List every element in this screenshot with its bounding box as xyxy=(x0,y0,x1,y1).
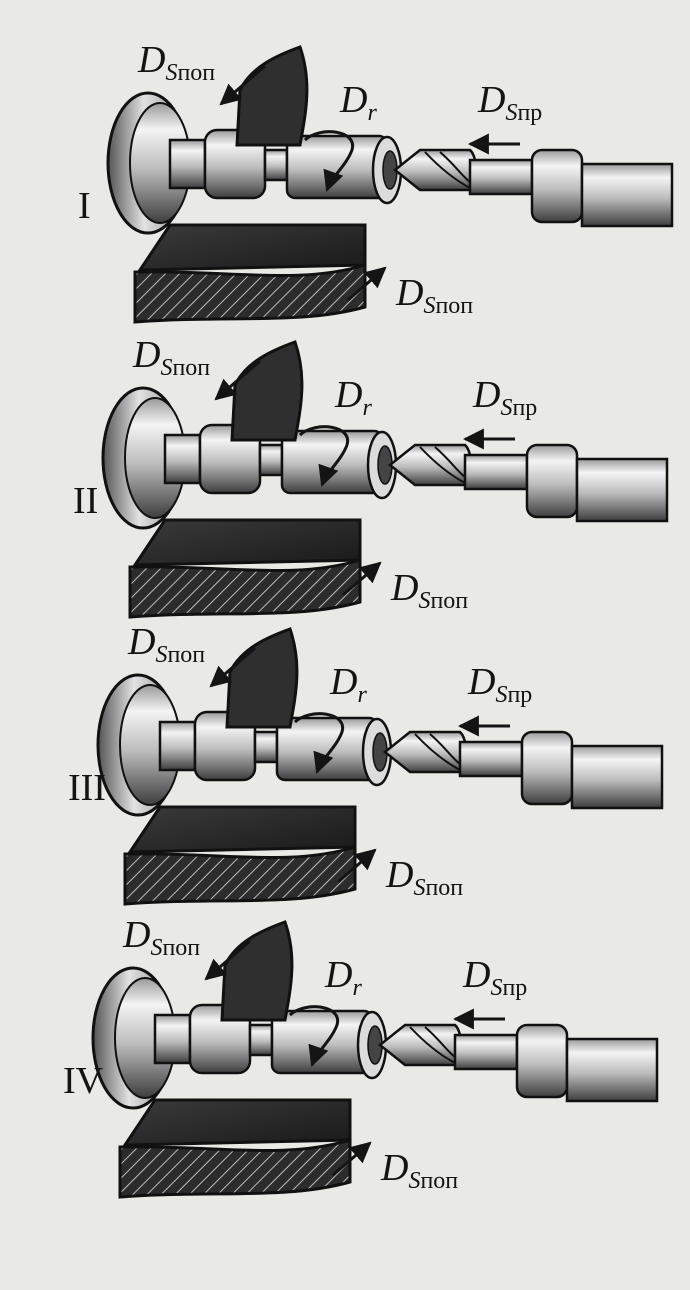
label-cross-feed-top: DSпоп xyxy=(132,334,210,381)
stage-part xyxy=(419,446,466,484)
cross-feed-arrow-bottom xyxy=(337,848,377,884)
drill-shank xyxy=(468,158,534,196)
tailstock-spindle xyxy=(575,457,669,523)
drill-collar xyxy=(515,1023,569,1099)
rotation-arrow xyxy=(288,1005,339,1067)
label-cross-feed-top: DSпоп xyxy=(137,39,215,86)
cross-feed-arrow-top xyxy=(204,939,251,981)
drill-shank xyxy=(453,1033,519,1071)
label-cross-feed-bottom: DSпоп xyxy=(385,854,463,901)
holder-block-top xyxy=(137,223,367,272)
cutoff-tool xyxy=(225,627,299,729)
label-long-feed: DSпр xyxy=(477,79,542,126)
label-rotation: Dr xyxy=(334,374,372,421)
holder-block-top xyxy=(132,518,362,567)
holder-block-hatched-face xyxy=(133,262,367,324)
workpiece-neck-2 xyxy=(263,148,289,182)
drill-shank xyxy=(463,453,529,491)
workpiece-neck-1 xyxy=(163,433,202,485)
drill-collar xyxy=(520,730,574,806)
rotation-arrow xyxy=(303,130,354,192)
cutoff-tool xyxy=(235,45,309,147)
holder-block-hatched-face xyxy=(118,1137,352,1199)
rotation-arrow xyxy=(293,712,344,774)
holder-block-top xyxy=(127,805,357,854)
stage-part xyxy=(424,151,471,189)
cross-feed-arrow-bottom xyxy=(342,561,382,597)
rotation-arrow xyxy=(298,425,349,487)
stage-part xyxy=(414,733,461,771)
cutoff-tool xyxy=(230,340,304,442)
drill-collar xyxy=(525,443,579,519)
workpiece-neck-2 xyxy=(253,730,279,764)
cross-feed-arrow-top xyxy=(209,646,256,688)
label-long-feed: DSпр xyxy=(467,661,532,708)
workpiece-neck-2 xyxy=(248,1023,274,1057)
label-rotation: Dr xyxy=(324,954,362,1001)
label-rotation: Dr xyxy=(329,661,367,708)
label-long-feed: DSпр xyxy=(472,374,537,421)
label-cross-feed-top: DSпоп xyxy=(122,914,200,961)
cutoff-tool xyxy=(220,920,294,1022)
cross-feed-arrow-bottom xyxy=(332,1141,372,1177)
label-cross-feed-bottom: DSпоп xyxy=(380,1147,458,1194)
drill-shank xyxy=(458,740,524,778)
drill-collar xyxy=(530,148,584,224)
label-long-feed: DSпр xyxy=(462,954,527,1001)
cross-feed-arrow-top xyxy=(214,359,261,401)
label-cross-feed-top: DSпоп xyxy=(127,621,205,668)
label-cross-feed-bottom: DSпоп xyxy=(395,272,473,319)
label-rotation: Dr xyxy=(339,79,377,126)
stage-numeral: IV xyxy=(63,1060,104,1102)
tailstock-spindle xyxy=(570,744,664,810)
stage-numeral: II xyxy=(73,480,98,522)
holder-block-hatched-face xyxy=(123,844,357,906)
workpiece-neck-2 xyxy=(258,443,284,477)
holder-block-hatched-face xyxy=(128,557,362,619)
workpiece-neck-1 xyxy=(158,720,197,772)
tailstock-spindle xyxy=(565,1037,659,1103)
stage-numeral: I xyxy=(78,185,91,227)
workpiece-neck-1 xyxy=(168,138,207,190)
stage-numeral: III xyxy=(68,767,106,809)
cross-feed-arrow-bottom xyxy=(347,266,387,302)
holder-block-top xyxy=(122,1098,352,1147)
stage-part xyxy=(409,1026,456,1064)
cross-feed-arrow-top xyxy=(219,64,266,106)
label-cross-feed-bottom: DSпоп xyxy=(390,567,468,614)
tailstock-spindle xyxy=(580,162,674,228)
workpiece-neck-1 xyxy=(153,1013,192,1065)
